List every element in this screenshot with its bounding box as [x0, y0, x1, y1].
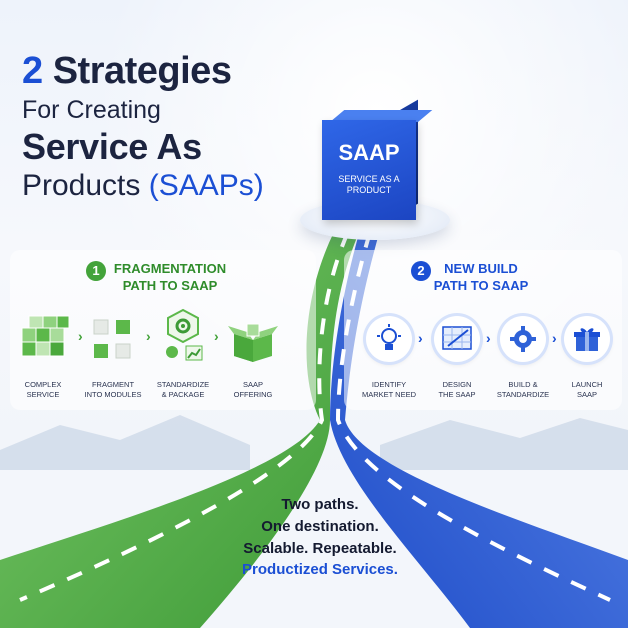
left-step-label-4: SAAP OFFERING [218, 380, 288, 400]
right-step-1-line2: MARKET NEED [361, 390, 417, 400]
green-road [0, 230, 360, 628]
tagline-line3: Scalable. Repeatable. [243, 539, 397, 557]
left-step-1-line2: SERVICE [26, 390, 60, 400]
right-arrow-1: › [418, 330, 423, 346]
left-step-4-line2: OFFERING [233, 390, 273, 400]
tagline: Two paths. One destination. Scalable. Re… [200, 494, 440, 581]
right-step-2-line2: THE SAAP [438, 390, 476, 400]
left-step-1-line1: COMPLEX [24, 380, 62, 389]
headline-word: Strategies [52, 50, 232, 92]
right-step-label-1: IDENTIFY MARKET NEED [354, 380, 424, 400]
left-step-3-line1: STANDARDIZE [156, 380, 210, 389]
mountains-right [380, 418, 628, 470]
left-path-title: FRAGMENTATION PATH TO SAAP [100, 261, 240, 295]
right-arrow-3: › [552, 330, 557, 346]
green-road-centerline [19, 231, 350, 602]
lightbulb-icon [366, 316, 412, 362]
gear-hexagon-icon [158, 308, 208, 364]
headline-number: 2 [22, 50, 43, 92]
right-step-label-3: BUILD & STANDARDIZE [488, 380, 558, 400]
gift-icon [564, 316, 610, 362]
right-step-1-line1: IDENTIFY [371, 380, 407, 389]
right-step-label-2: DESIGN THE SAAP [422, 380, 492, 400]
left-path-title-line1: FRAGMENTATION [113, 261, 227, 276]
tagline-line4: Productized Services. [242, 561, 398, 579]
right-path-title-line2: PATH TO SAAP [433, 277, 529, 293]
right-path-title-line1: NEW BUILD [444, 261, 518, 276]
right-step-4-line1: LAUNCH [571, 380, 603, 389]
left-step-3-line2: & PACKAGE [161, 390, 205, 400]
cube-stack-icon [18, 310, 74, 364]
mountains-left [0, 415, 250, 470]
left-step-label-1: COMPLEX SERVICE [8, 380, 78, 400]
blue-road [330, 230, 628, 628]
headline-line3: Service As [22, 126, 202, 167]
headline-line2: For Creating [22, 96, 161, 124]
headline-products: Products [22, 169, 141, 202]
left-step-2-line1: FRAGMENT [91, 380, 135, 389]
left-arrow-2: › [146, 328, 151, 344]
right-step-4-line2: SAAP [576, 390, 597, 400]
tagline-line2: One destination. [261, 517, 379, 535]
left-path-title-line2: PATH TO SAAP [122, 277, 218, 293]
left-arrow-3: › [214, 328, 219, 344]
right-arrow-2: › [486, 330, 491, 346]
headline-line1: 2 Strategies [22, 52, 322, 90]
modules-icon [90, 316, 136, 362]
left-path-number: 1 [86, 261, 106, 281]
left-step-4-line1: SAAP [242, 380, 263, 389]
blueprint-icon [434, 316, 480, 362]
right-step-2-line1: DESIGN [442, 380, 472, 389]
right-path-number: 2 [411, 261, 431, 281]
box-title: SAAP [338, 140, 400, 165]
left-step-label-3: STANDARDIZE & PACKAGE [148, 380, 218, 400]
saap-product-box: SAAP SERVICE AS A PRODUCT [322, 120, 416, 220]
headline: 2 Strategies For Creating Service As Pro… [22, 52, 322, 201]
gear-icon [500, 316, 546, 362]
box-subtitle: SERVICE AS A PRODUCT [338, 174, 400, 196]
left-step-2-line2: INTO MODULES [84, 390, 142, 400]
right-path-title: NEW BUILD PATH TO SAAP [426, 261, 536, 295]
right-step-label-4: LAUNCH SAAP [552, 380, 622, 400]
open-box-icon [228, 318, 278, 364]
left-step-label-2: FRAGMENT INTO MODULES [78, 380, 148, 400]
tagline-line1: Two paths. [281, 496, 359, 513]
headline-line4: Products (SAAPs) [22, 171, 322, 201]
right-step-3-line2: STANDARDIZE [496, 390, 550, 400]
headline-acronym: (SAAPs) [148, 169, 264, 202]
right-step-3-line1: BUILD & [508, 380, 538, 389]
left-arrow-1: › [78, 328, 83, 344]
